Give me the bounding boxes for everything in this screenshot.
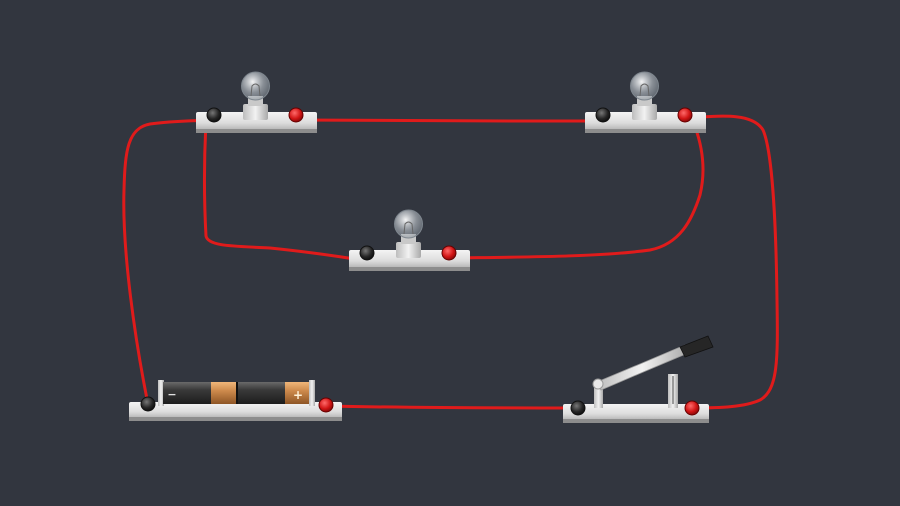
bulb-holder-2-base <box>585 112 706 132</box>
wire-bulb-1-to-bulb-2[interactable] <box>294 118 607 123</box>
battery-negative-sign: − <box>167 388 176 401</box>
bulb-holder-3[interactable] <box>349 209 470 271</box>
battery-clip-left <box>158 380 164 406</box>
bulb-holder-2[interactable] <box>585 71 706 133</box>
switch-contact-gap <box>672 376 674 404</box>
wire-bulb-1-to-bulb-3[interactable] <box>203 120 357 261</box>
bulb-holder-3-base-edge <box>349 267 470 271</box>
battery-terminal-red[interactable] <box>318 397 334 413</box>
battery-base <box>129 402 342 420</box>
bulb-3-neck <box>401 234 416 244</box>
bulb-1-neck <box>248 96 263 106</box>
switch-hinge-post <box>594 382 603 408</box>
switch-terminal-black[interactable] <box>570 400 586 416</box>
switch-base-edge <box>563 419 709 423</box>
battery-cell-2-dark <box>237 382 287 404</box>
bulb-2-terminal-black[interactable] <box>595 107 611 123</box>
bulb-3-terminal-black[interactable] <box>359 245 375 261</box>
bulb-3-terminal-red[interactable] <box>441 245 457 261</box>
wire-battery-to-switch[interactable] <box>324 404 580 410</box>
bulb-3-socket <box>396 242 421 258</box>
switch-terminal-red[interactable] <box>684 400 700 416</box>
bulb-2-terminal-red[interactable] <box>677 107 693 123</box>
battery-terminal-black[interactable] <box>140 396 156 412</box>
battery-base-edge <box>129 417 342 421</box>
battery-holder[interactable]: − + <box>129 380 342 421</box>
switch-hinge-pin <box>592 378 604 390</box>
switch-base <box>563 404 709 422</box>
battery-cell-2-copper <box>285 382 309 404</box>
bulb-2-neck <box>637 96 652 106</box>
bulb-3-filament <box>403 221 414 235</box>
wires <box>122 114 779 410</box>
bulb-1-glass[interactable] <box>241 71 270 101</box>
battery-cell-1-dark <box>163 382 213 404</box>
battery-positive-sign: + <box>293 388 303 402</box>
bulb-1-socket <box>243 104 268 120</box>
bulb-holder-1-base-edge <box>196 129 317 133</box>
bulb-holder-1-base <box>196 112 317 132</box>
switch-handle[interactable] <box>679 335 714 358</box>
bulb-1-terminal-red[interactable] <box>288 107 304 123</box>
bulb-holder-1[interactable] <box>196 71 317 133</box>
bulb-2-filament <box>639 83 650 97</box>
bulb-holder-3-base <box>349 250 470 270</box>
bulb-1-filament <box>250 83 261 97</box>
bulb-1-terminal-black[interactable] <box>206 107 222 123</box>
bulb-3-glass[interactable] <box>394 209 423 239</box>
battery-cell-1-copper <box>211 382 239 404</box>
bulb-2-glass[interactable] <box>630 71 659 101</box>
bulb-holder-2-base-edge <box>585 129 706 133</box>
bulb-2-socket <box>632 104 657 120</box>
battery-cell-divider <box>236 382 238 404</box>
wire-battery-to-bulb-1[interactable] <box>122 118 214 406</box>
wire-bulb-3-to-bulb-2[interactable] <box>448 117 705 260</box>
battery-clip-right <box>309 380 315 406</box>
knife-switch[interactable] <box>563 335 714 423</box>
wire-bulb-2-to-switch[interactable] <box>684 114 779 410</box>
